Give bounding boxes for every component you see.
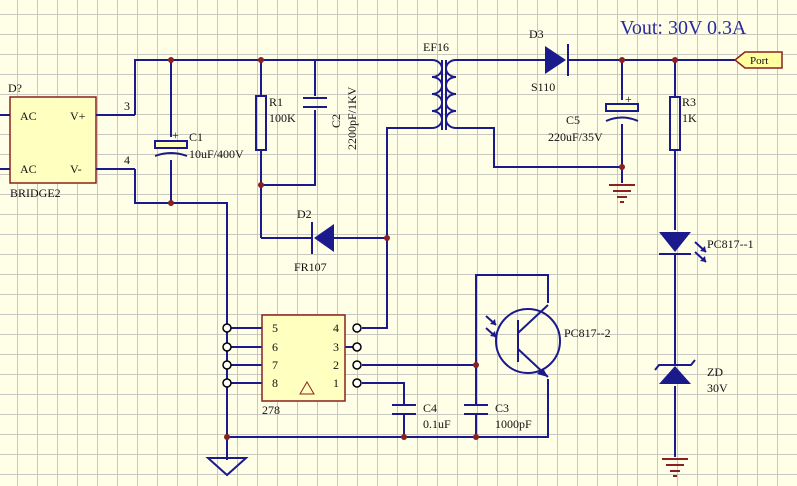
ic-controller[interactable]: 5 6 7 8 4 3 2 1 278	[222, 314, 362, 417]
diode-d2[interactable]: D2 FR107	[294, 207, 334, 274]
port-label: Port	[750, 55, 768, 67]
c2-value: 2200pF/1KV	[345, 86, 359, 150]
bridge-pin-vplus: V+	[70, 109, 86, 123]
junctions	[168, 57, 678, 440]
ic-pin-3: 3	[333, 340, 339, 354]
c1-plus: +	[172, 128, 179, 142]
ground-output	[662, 458, 688, 477]
c3-ref: C3	[495, 401, 509, 415]
optocoupler-transistor[interactable]: PC817--2	[485, 304, 611, 378]
bridge-pin-ac1: AC	[20, 109, 37, 123]
ic-pin-6: 6	[272, 340, 278, 354]
diode-d3[interactable]: D3 S110	[529, 27, 569, 94]
pc-led-ref: PC817--1	[707, 237, 754, 251]
r3-ref: R3	[682, 95, 696, 109]
ic-name: 278	[262, 403, 280, 417]
d3-value: S110	[531, 80, 555, 94]
c1-value: 10uF/400V	[189, 147, 244, 161]
pc-tr-ref: PC817--2	[564, 326, 611, 340]
r1-ref: R1	[269, 95, 283, 109]
resistor-r1[interactable]: R1 100K	[255, 95, 296, 151]
capacitor-c5[interactable]: + C5 220uF/35V	[548, 92, 639, 144]
c5-value: 220uF/35V	[548, 130, 603, 144]
d3-ref: D3	[529, 27, 544, 41]
capacitor-c3[interactable]: C3 1000pF	[464, 401, 532, 431]
ic-pin-4: 4	[333, 321, 339, 335]
d2-ref: D2	[297, 207, 312, 221]
transformer-ef16[interactable]: EF16	[420, 40, 463, 130]
bridge-ref: D?	[8, 81, 22, 95]
bridge-net-4: 4	[124, 153, 130, 167]
capacitor-c1[interactable]: + C1 10uF/400V	[154, 128, 244, 161]
wires	[134, 59, 735, 460]
c5-ref: C5	[566, 113, 580, 127]
c4-value: 0.1uF	[423, 417, 451, 431]
ground-secondary	[609, 184, 635, 203]
c4-ref: C4	[423, 401, 437, 415]
r1-value: 100K	[269, 111, 296, 125]
bridge-pin-ac2: AC	[20, 162, 37, 176]
c5-plus: +	[625, 92, 632, 106]
zd-value: 30V	[707, 381, 728, 395]
c1-ref: C1	[189, 130, 203, 144]
output-spec-title: Vout: 30V 0.3A	[620, 17, 747, 39]
zener-diode[interactable]: ZD 30V	[654, 359, 728, 395]
ic-pin-8: 8	[272, 376, 278, 390]
d2-value: FR107	[294, 260, 327, 274]
ground-primary	[205, 457, 249, 477]
bridge-rectifier[interactable]: D? BRIDGE2 AC AC V+ V- 3 4	[0, 81, 135, 200]
bridge-net-3: 3	[124, 99, 130, 113]
ic-pin-2: 2	[333, 358, 339, 372]
output-port[interactable]: Port	[733, 51, 783, 69]
capacitor-c4[interactable]: C4 0.1uF	[392, 401, 451, 431]
r3-value: 1K	[682, 111, 697, 125]
ic-pin-1: 1	[333, 376, 339, 390]
c3-value: 1000pF	[495, 417, 532, 431]
bridge-pin-vminus: V-	[70, 162, 82, 176]
ic-pin-5: 5	[272, 321, 278, 335]
resistor-r3[interactable]: R3 1K	[669, 95, 697, 151]
c2-ref: C2	[329, 114, 343, 128]
zd-ref: ZD	[707, 365, 723, 379]
optocoupler-led[interactable]: PC817--1	[659, 232, 754, 263]
transformer-ref: EF16	[423, 40, 449, 54]
ic-pin-7: 7	[272, 358, 278, 372]
bridge-name: BRIDGE2	[10, 186, 61, 200]
capacitor-c2[interactable]: C2 2200pF/1KV	[303, 86, 359, 150]
